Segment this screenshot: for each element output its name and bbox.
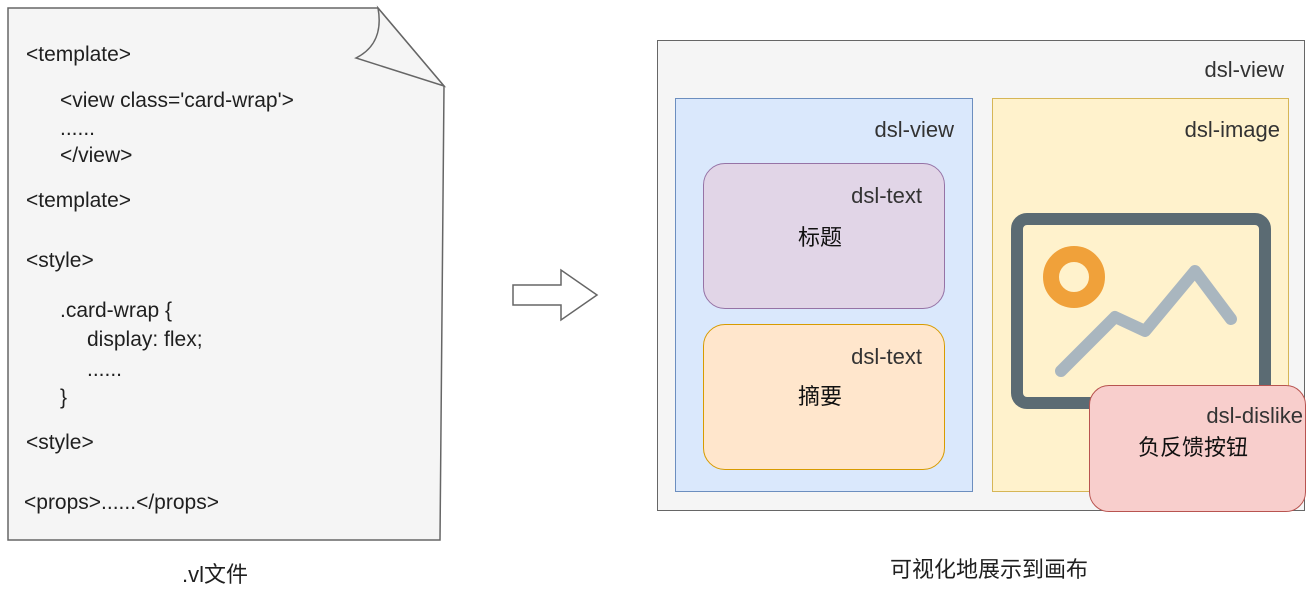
canvas-root-view: dsl-view dsl-view dsl-text 标题 dsl-text 摘…: [657, 40, 1306, 512]
title-text-label: dsl-text: [851, 183, 922, 208]
title-text-box: dsl-text 标题: [703, 163, 945, 309]
code-line: <view class='card-wrap'>: [60, 89, 294, 112]
code-line: display: flex;: [87, 328, 203, 351]
left-view-label: dsl-view: [874, 117, 954, 142]
image-box-label: dsl-image: [1184, 117, 1280, 142]
file-document-shape: [7, 5, 447, 541]
code-line: ......: [87, 358, 123, 381]
title-text-content: 标题: [798, 225, 843, 250]
summary-text-box: dsl-text 摘要: [703, 324, 945, 470]
image-placeholder-icon: [1011, 213, 1271, 409]
code-line: }: [60, 386, 68, 409]
dislike-box-label: dsl-dislike: [1206, 403, 1303, 428]
code-line: <style>: [26, 249, 94, 272]
canvas-caption: 可视化地展示到画布: [890, 557, 1089, 582]
code-line: <template>: [26, 43, 132, 66]
dislike-button-box: dsl-dislike 负反馈按钮: [1089, 385, 1306, 512]
code-line: ......: [60, 117, 96, 140]
code-line: <template>: [26, 189, 132, 212]
summary-text-content: 摘要: [798, 384, 843, 409]
root-view-label: dsl-view: [1204, 57, 1284, 82]
code-line: <style>: [26, 431, 94, 454]
right-arrow-icon: [512, 268, 599, 322]
code-line: </view>: [60, 144, 133, 167]
left-view-box: dsl-view dsl-text 标题 dsl-text 摘要: [675, 98, 973, 492]
document-body: [7, 7, 445, 541]
dislike-box-content: 负反馈按钮: [1138, 435, 1249, 460]
file-caption: .vl文件: [182, 562, 249, 587]
document-fold: [354, 5, 447, 88]
code-line: <props>......</props>: [24, 491, 219, 514]
code-line: .card-wrap {: [60, 299, 173, 322]
summary-text-label: dsl-text: [851, 344, 922, 369]
